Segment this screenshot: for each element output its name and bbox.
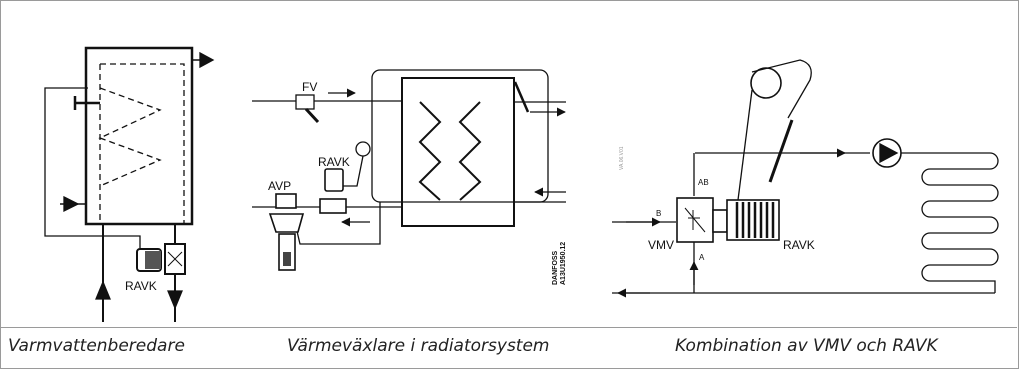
fv-label: FV — [302, 80, 317, 94]
a-label: A — [699, 253, 705, 262]
capillary-loop-right — [751, 59, 812, 119]
heater-tank — [84, 46, 194, 226]
down-arrow — [167, 290, 183, 310]
temperature-probe — [513, 81, 530, 113]
inlet-arrow — [63, 195, 80, 213]
exchanger-box — [401, 77, 515, 227]
heat-exchanger-diagram — [252, 69, 566, 271]
primary-zigzag — [418, 101, 442, 201]
avp-head — [275, 193, 297, 209]
return-bypass — [295, 202, 381, 245]
mid-ravk-actuator — [324, 168, 344, 192]
mid-ravk-valve — [319, 198, 347, 214]
ravk-motor — [726, 199, 780, 241]
ravk-body-mark — [167, 251, 183, 267]
fv-strainer — [295, 94, 315, 110]
capillary-to-actuator — [737, 89, 753, 201]
capillary-line — [44, 87, 141, 248]
right-code: VA.06.V01 — [619, 146, 625, 170]
fv-strainer-leg — [304, 107, 320, 124]
avp-label: AVP — [268, 179, 291, 193]
b-label: B — [656, 209, 661, 218]
radiator-coil — [921, 152, 999, 293]
heater-zigzag — [98, 87, 162, 187]
sensor-probe-right — [768, 119, 794, 183]
danfoss-code-line2: A13U1950.12 — [560, 242, 567, 285]
capillary-loop — [355, 141, 371, 157]
left-ravk-label: RAVK — [125, 279, 157, 293]
hot-outlet-arrow — [199, 51, 215, 69]
vmv-ravk-diagram — [612, 59, 999, 298]
right-ravk-label: RAVK — [783, 238, 815, 252]
caption-left: Varmvattenberedare — [8, 336, 185, 356]
caption-right: Kombination av VMV och RAVK — [675, 336, 938, 356]
ravk-motor-ribs — [735, 202, 775, 238]
mid-ravk-label: RAVK — [318, 155, 350, 169]
vmv-neck — [712, 209, 728, 233]
exchanger-channels — [371, 69, 549, 203]
vmv-body-mark — [684, 207, 706, 233]
secondary-zigzag — [458, 101, 482, 201]
vmv-label: VMV — [648, 238, 674, 252]
ravk-actuator-cap — [145, 251, 161, 269]
pump-triangle — [879, 142, 899, 164]
caption-middle: Värmeväxlare i radiatorsystem — [287, 336, 550, 356]
up-arrow — [95, 280, 111, 300]
ab-label: AB — [698, 178, 709, 187]
avp-body — [268, 213, 305, 233]
sensor-tee — [73, 96, 100, 110]
heater-coil — [99, 63, 185, 224]
caption-divider — [1, 327, 1017, 328]
capillary-wheel — [750, 67, 782, 99]
avp-setting-cap — [283, 252, 291, 266]
water-heater-diagram — [44, 46, 215, 322]
danfoss-code-line1: DANFOSS — [552, 250, 559, 285]
